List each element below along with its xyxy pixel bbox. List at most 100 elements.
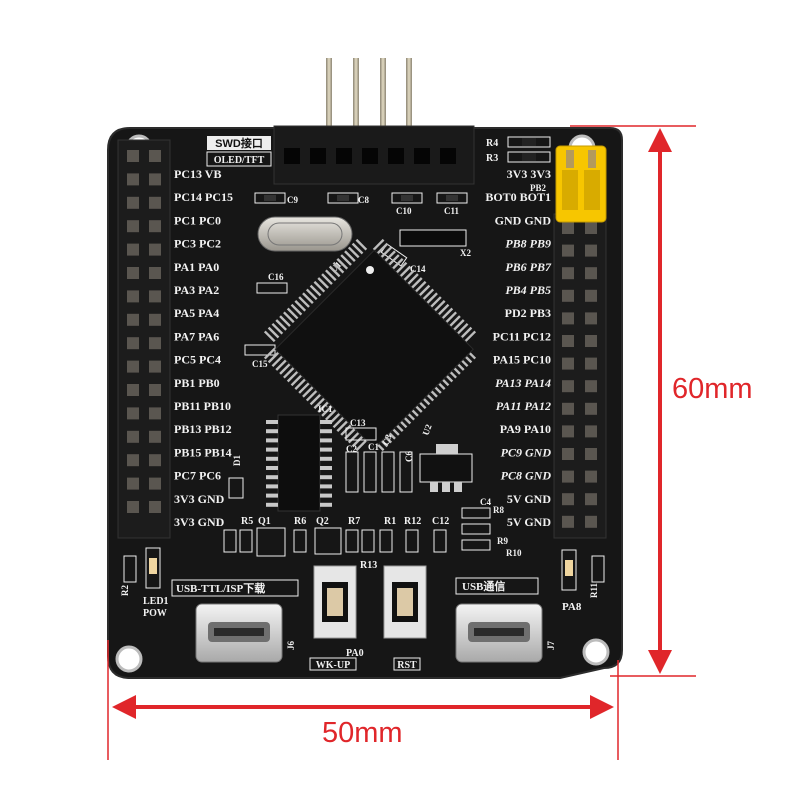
header-pin	[127, 477, 139, 490]
swd-angled-pins	[326, 58, 412, 128]
mcu-pin	[355, 439, 368, 452]
ic-pin	[320, 502, 332, 507]
mcu-pin	[263, 330, 276, 343]
mcu-pin	[313, 397, 326, 410]
left-header-label: 3V3 GND	[174, 515, 225, 529]
led-pa8	[561, 549, 605, 591]
mcu-pin	[309, 284, 322, 297]
header-pin	[127, 267, 139, 279]
header-pin	[149, 243, 161, 256]
mcu-pin	[418, 284, 431, 297]
right-header-label: PC11 PC12	[493, 329, 551, 343]
mcu-pin	[321, 273, 333, 285]
mcu-pin	[309, 393, 322, 406]
mcu-pin	[302, 292, 314, 304]
ic-pin	[320, 447, 332, 452]
header-pin	[127, 313, 139, 326]
mcu-pin	[411, 277, 423, 289]
mcu-pin	[325, 408, 337, 421]
mcu-pin	[347, 431, 360, 444]
mcu-pin	[305, 288, 318, 301]
right-header-label: 5V GND	[507, 515, 551, 529]
mcu-pin	[414, 280, 427, 293]
crystal-x2	[399, 229, 467, 247]
left-header-label: PA7 PA6	[174, 329, 219, 343]
label-led1: LED1	[143, 596, 169, 607]
header-pin	[562, 493, 574, 506]
swd-label: SWD接口	[215, 136, 263, 150]
mcu-pin	[340, 254, 352, 266]
header-pin	[585, 222, 597, 234]
header-pin	[127, 220, 139, 233]
header-pin	[127, 430, 139, 443]
label-r1: R1	[384, 516, 396, 527]
header-pin	[585, 289, 597, 302]
mcu-pin	[460, 326, 473, 339]
label-r6: R6	[294, 516, 306, 527]
header-pin	[585, 357, 597, 370]
header-pin	[562, 357, 574, 370]
left-header-label: PA5 PA4	[174, 306, 219, 320]
header-pin	[149, 196, 161, 209]
label-j6: J6	[286, 641, 296, 651]
header-pin	[562, 402, 574, 415]
wkup-label-box	[309, 657, 357, 671]
mcu-pin	[344, 250, 356, 262]
mcu-pin	[433, 300, 446, 312]
mcu-pin	[279, 363, 291, 375]
header-pin	[562, 448, 574, 460]
header-pin	[149, 384, 161, 396]
ic-pin	[320, 438, 332, 443]
rst-button[interactable]	[383, 565, 427, 639]
label-r2: R2	[120, 585, 130, 596]
label-c3: C3	[380, 432, 393, 446]
right-header-label: 3V3 3V3	[507, 167, 551, 181]
mcu-pin	[271, 355, 284, 368]
mcu-pin	[317, 401, 329, 413]
mcu-pin	[294, 378, 307, 390]
mcu-pin	[351, 435, 364, 448]
mcu-pin	[267, 326, 280, 339]
label-c8: C8	[358, 195, 369, 205]
label-r7: R7	[348, 516, 360, 527]
label-r4: R4	[486, 138, 498, 149]
mcu-pin	[336, 420, 349, 432]
right-header-label: PD2 PB3	[505, 306, 551, 320]
header-pin	[562, 425, 574, 438]
header-pin	[585, 312, 597, 325]
mcu-pin	[399, 265, 412, 278]
mcu-pin	[275, 359, 287, 371]
header-pin	[149, 454, 161, 467]
mcu-pin	[317, 277, 329, 289]
usb-connector-j7	[455, 603, 543, 663]
mcu-pin	[426, 292, 438, 304]
wkup-button[interactable]	[313, 565, 357, 639]
left-header-label: PA3 PA2	[174, 283, 219, 297]
left-pin-header	[117, 139, 171, 539]
label-r5: R5	[241, 516, 253, 527]
mcu-pin	[290, 303, 303, 316]
right-header-label: 5V GND	[507, 492, 551, 506]
label-pa8: PA8	[562, 601, 582, 613]
right-header-label: PA11 PA12	[496, 399, 551, 413]
mcu-pin	[445, 311, 457, 324]
mcu-pin	[430, 296, 442, 308]
left-header-label: PC14 PC15	[174, 190, 233, 204]
label-q2: Q2	[316, 516, 329, 527]
header-pin	[127, 454, 139, 467]
mcu-pin	[403, 269, 415, 282]
header-pin	[127, 243, 139, 256]
ic-pin	[266, 456, 278, 461]
ic-pin	[266, 438, 278, 443]
mcu-pin	[305, 389, 318, 402]
header-pin	[149, 150, 161, 162]
width-label: 50mm	[322, 717, 403, 749]
header-pin	[562, 335, 574, 347]
header-pin	[585, 425, 597, 438]
label-r8: R8	[493, 505, 504, 515]
left-header-label: PC3 PC2	[174, 237, 221, 251]
ic-pin	[266, 447, 278, 452]
mcu-pin	[453, 319, 465, 331]
left-header-label: PC5 PC4	[174, 353, 221, 367]
